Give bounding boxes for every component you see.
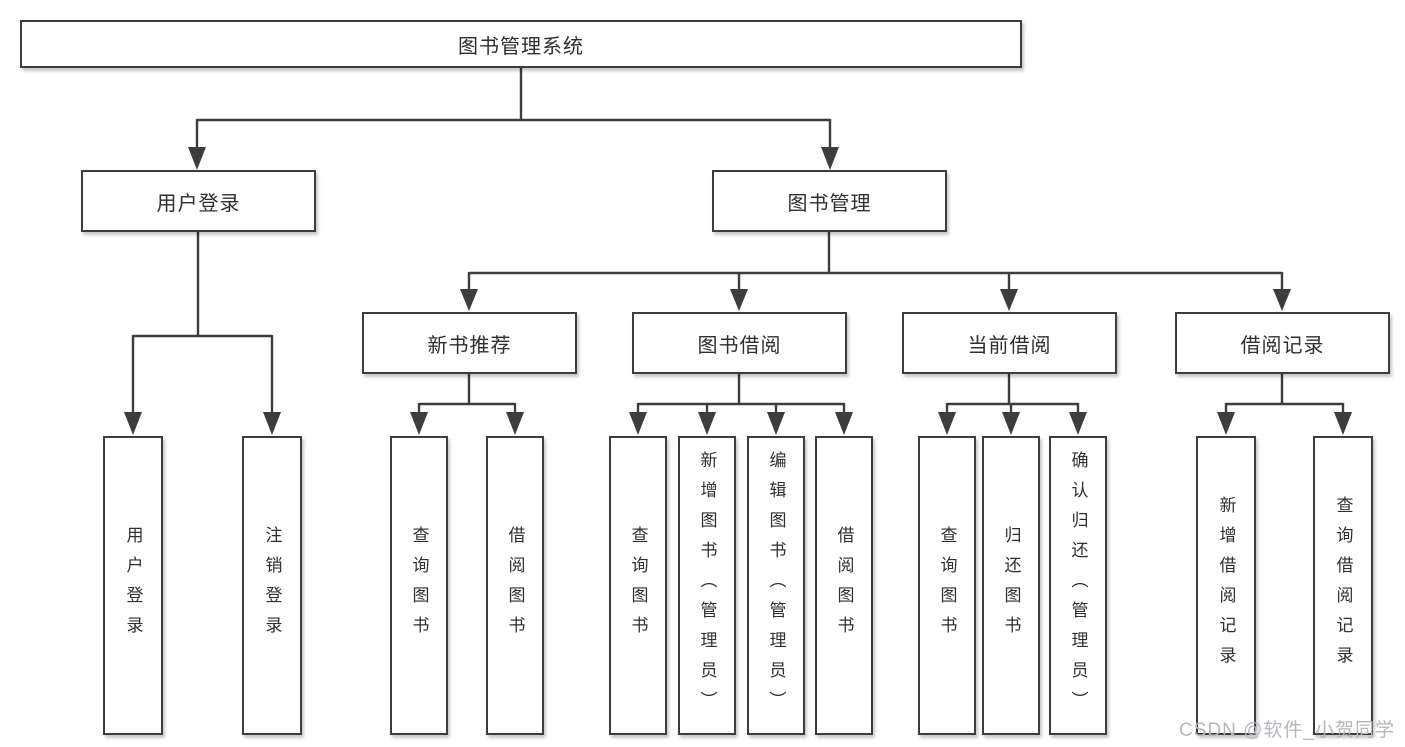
node-root: 图书管理系统 [20, 20, 1022, 68]
node-new-book-recommend: 新书推荐 [362, 312, 577, 374]
leaf-edit-book-admin: 编辑图书（管理员） [747, 436, 805, 735]
leaf-confirm-return-admin: 确认归还（管理员） [1049, 436, 1107, 735]
leaf-query-books-current-label: 查询图书 [937, 525, 957, 646]
leaf-borrow-books-recommend-label: 借阅图书 [505, 525, 525, 646]
leaf-user-login: 用户登录 [103, 436, 163, 735]
node-borrow-records: 借阅记录 [1175, 312, 1390, 374]
node-current-borrow: 当前借阅 [902, 312, 1117, 374]
leaf-add-borrow-record: 新增借阅记录 [1196, 436, 1256, 735]
leaf-borrow-books-recommend: 借阅图书 [486, 436, 544, 735]
leaf-add-book-admin: 新增图书（管理员） [678, 436, 736, 735]
leaf-return-book: 归还图书 [982, 436, 1040, 735]
leaf-query-books-current: 查询图书 [918, 436, 976, 735]
leaf-user-login-label: 用户登录 [123, 525, 143, 646]
leaf-query-borrow-record-label: 查询借阅记录 [1333, 495, 1353, 676]
node-book-management: 图书管理 [712, 170, 947, 232]
leaf-edit-book-admin-label: 编辑图书（管理员） [766, 450, 786, 721]
leaf-confirm-return-admin-label: 确认归还（管理员） [1068, 450, 1088, 721]
leaf-query-books-borrow-label: 查询图书 [628, 525, 648, 646]
leaf-logout: 注销登录 [242, 436, 302, 735]
leaf-query-books-borrow: 查询图书 [609, 436, 667, 735]
node-user-login: 用户登录 [81, 170, 316, 232]
leaf-add-book-admin-label: 新增图书（管理员） [697, 450, 717, 721]
leaf-borrow-books-2: 借阅图书 [815, 436, 873, 735]
leaf-logout-label: 注销登录 [262, 525, 282, 646]
leaf-query-books-recommend: 查询图书 [390, 436, 448, 735]
leaf-query-borrow-record: 查询借阅记录 [1313, 436, 1373, 735]
arrowheads [124, 147, 1352, 435]
node-book-borrow: 图书借阅 [632, 312, 847, 374]
leaf-query-books-recommend-label: 查询图书 [409, 525, 429, 646]
leaf-add-borrow-record-label: 新增借阅记录 [1216, 495, 1236, 676]
leaf-borrow-books-2-label: 借阅图书 [834, 525, 854, 646]
leaf-return-book-label: 归还图书 [1001, 525, 1021, 646]
watermark: CSDN @软件_小贺同学 [1179, 720, 1395, 741]
